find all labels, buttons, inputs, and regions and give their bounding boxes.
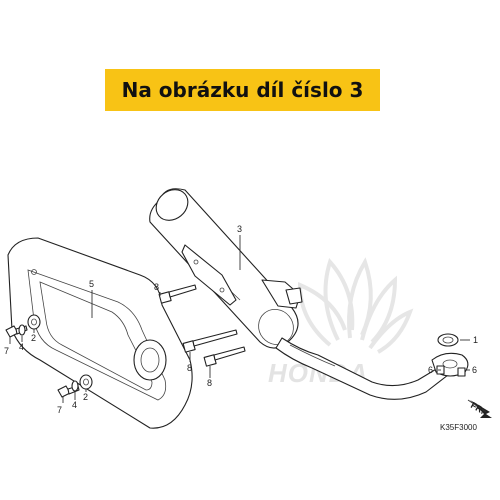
callout-2a: 2 [31,333,36,343]
callout-6b: 6 [472,365,477,375]
callout-7a: 7 [4,346,9,356]
part-number-banner: Na obrázku díl číslo 3 [105,69,380,111]
leader-lines [9,235,470,403]
gasket-part-1 [437,333,459,347]
bolt-part-8-upper [158,284,197,304]
diagram-code: K35F3000 [440,423,477,432]
callout-8b: 8 [187,363,192,373]
callout-8a: 8 [154,282,159,292]
exhaust-flange [431,352,469,377]
honda-wing-watermark [297,257,414,354]
washer-part-4-lower [71,380,79,392]
callout-6a: 6 [428,365,433,375]
heat-shield-part-5 [7,237,193,429]
callout-1: 1 [473,335,478,345]
callout-7b: 7 [57,405,62,415]
callout-3: 3 [237,224,242,234]
callout-5: 5 [89,279,94,289]
washer-part-4-upper [18,324,26,336]
callout-2b: 2 [83,392,88,402]
collar-part-2-upper [27,314,41,330]
callout-8c: 8 [207,378,212,388]
bolt-part-8-lower [203,346,246,367]
callout-4b: 4 [72,400,77,410]
banner-text: Na obrázku díl číslo 3 [121,78,364,102]
front-arrow-icon [467,399,492,418]
collar-part-2-lower [79,374,93,390]
muffler-part-3 [149,188,303,349]
callout-4a: 4 [19,342,24,352]
bolt-part-8-middle [182,329,238,353]
